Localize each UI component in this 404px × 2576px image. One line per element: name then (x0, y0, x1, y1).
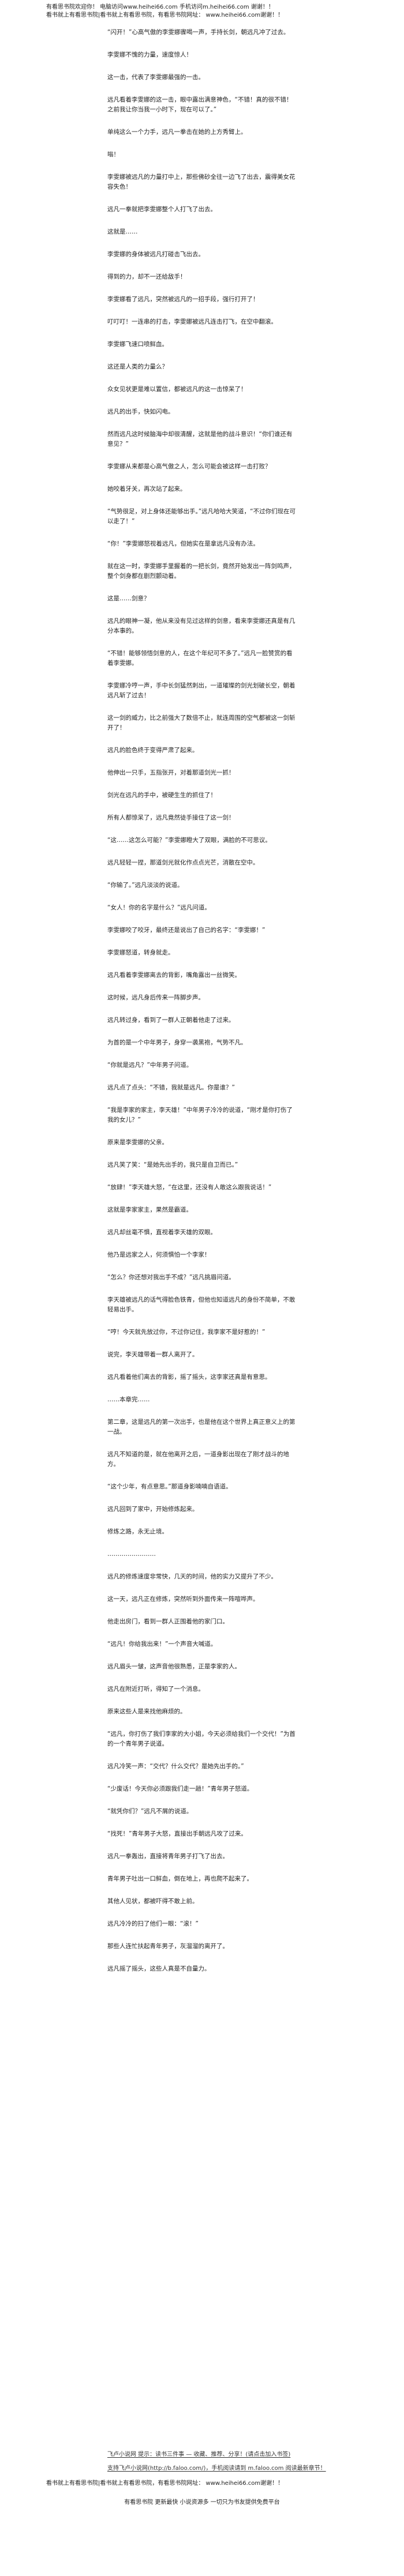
paragraph: 李雯娜咬了咬牙，最终还是说出了自己的名字：“李雯娜！” (107, 927, 265, 934)
paragraph: 远凡却丝毫不惧，直视着李天雄的双眼。 (107, 1229, 216, 1236)
paragraph: “你就是远凡？”中年男子问道。 (107, 1062, 193, 1069)
site-notice-line: 有看思书院欢迎你！ 电脑访问www.heihei66.com 手机访问m.hei… (46, 4, 274, 10)
paragraph: 远凡回到了家中，开始修炼起来。 (107, 1506, 199, 1513)
paragraph: 剑光在远凡的手中，被硬生生的抓住了！ (107, 792, 216, 799)
paragraph: 远凡的眼神一凝，他从来没有见过这样的剑意，看来李雯娜还真是有几分本事的。 (107, 618, 295, 634)
paragraph: 李天雄被远凡的话气得脸色铁青，但他也知道远凡的身份不简单，不敢轻易出手。 (107, 1296, 295, 1313)
paragraph: 说完，李天雄带着一群人离开了。 (107, 1351, 199, 1358)
paragraph: 李雯娜怒道，转身就走。 (107, 949, 174, 956)
paragraph: 这就是…… (107, 228, 138, 235)
paragraph: “远凡，你打伤了我们李家的大小姐，今天必须给我们一个交代！”为首的一个青年男子说… (107, 1731, 295, 1747)
paragraph: 然而远凡这时候脑海中却很清醒，这就是他的战斗意识！“你们谁还有意见？” (107, 431, 293, 447)
paragraph: 修炼之路，永无止境。 (107, 1528, 168, 1535)
paragraph: 他走出房门，看到一群人正围着他的家门口。 (107, 1618, 229, 1625)
paragraph: 远凡看着李雯娜的这一击，眼中露出满意神色，“不错！真的很不错！之前我让你当我一小… (107, 96, 293, 113)
paragraph: 远凡眉头一皱，这声音他很熟悉，正是李家的人。 (107, 1663, 241, 1670)
paragraph: 远凡的出手，快如闪电。 (107, 408, 174, 415)
paragraph: 第二章，这是远凡的第一次出手，也是他在这个世界上真正意义上的第一战。 (107, 1419, 295, 1435)
paragraph: “你！”李雯娜怒视着远凡，但她实在是拿远凡没有办法。 (107, 540, 259, 547)
paragraph: “怎么？你还想对我出手不成？”远凡挑眉问道。 (107, 1274, 235, 1281)
paragraph: 她咬着牙关，再次站了起来。 (107, 486, 186, 492)
chapter-content: “闪开！”心高气傲的李雯娜骤喝一声，手持长剑，朝远凡冲了过去。李雯娜不愧的力量，… (107, 28, 298, 1987)
paragraph: “放肆！”李天雄大怒，“在这里，还没有人敢这么跟我说话！” (107, 1184, 272, 1191)
paragraph: 李雯娜被远凡的力量打中上，那些佛砂全往一边飞了出去，震得美女花容失色！ (107, 174, 295, 190)
paragraph: 远凡冷冷的扫了他们一眼：“滚！” (107, 1920, 199, 1927)
paragraph: 远凡看着他们离去的背影，摇了摇头，这李家还真是有意思。 (107, 1374, 271, 1381)
paragraph: 李雯娜从来都是心高气傲之人，怎么可能会被这样一击打败？ (107, 463, 271, 470)
paragraph: 李雯娜看了远凡，突然被远凡的一招手段，强行打开了！ (107, 296, 259, 303)
paragraph: 原来这些人是来找他麻烦的。 (107, 1708, 186, 1715)
paragraph: 这一击，代表了李雯娜最强的一击。 (107, 74, 204, 81)
paragraph: 这一天，远凡正在修炼，突然听到外面传来一阵喧哗声。 (107, 1596, 259, 1603)
paragraph: “这……这怎么可能？”李雯娜瞪大了双眼，满脸的不可思议。 (107, 837, 271, 844)
faloo-tip-link[interactable]: 飞卢小说网 提示：读书三件事 — 收藏、推荐、分享！(请点击加入书签) (107, 2451, 291, 2458)
paragraph: “远凡！你给我出来！”一个声音大喊道。 (107, 1641, 217, 1648)
paragraph: 单纯这么一个力手，远凡一拳击在她的上方秀臂上。 (107, 129, 247, 136)
paragraph: 为首的是一个中年男子，身穿一袭黑袍，气势不凡。 (107, 1039, 247, 1046)
paragraph: 所有人都惊呆了，远凡竟然徒手接住了这一剑！ (107, 814, 235, 821)
paragraph: 其他人见状，都被吓得不敢上前。 (107, 1898, 199, 1905)
paragraph: 叮叮叮！一连串的打击，李雯娜被远凡连击打飞，在空中翻滚。 (107, 318, 277, 325)
paragraph: 李雯娜不愧的力量，速度惊人！ (107, 51, 192, 58)
paragraph: 远凡轻轻一捏，那道剑光就化作点点光芒，消散在空中。 (107, 859, 259, 866)
paragraph: 他乃是远家之人，何须惧怕一个李家！ (107, 1251, 211, 1258)
paragraph: 远凡摇了摇头，这些人真是不自量力。 (107, 1965, 211, 1972)
paragraph: 这就是李家家主，果然是霸道。 (107, 1206, 192, 1213)
paragraph: 远凡的脸色终于变得严肃了起来。 (107, 747, 199, 754)
paragraph: “你输了。”远凡淡淡的说道。 (107, 882, 184, 889)
bottom-site-line: 看书就上有看思书院|看书就上有看思书院，有看思书院网址： www.heihei6… (46, 2480, 284, 2487)
paragraph: 得到的力，却不一还给敌手！ (107, 273, 186, 280)
paragraph: “少废话！今天你必须跟我们走一趟！”青年男子怒道。 (107, 1785, 253, 1792)
faloo-support-link[interactable]: 支持飞卢小说网(http://b.faloo.com/)，手机阅读请到 m.fa… (107, 2465, 326, 2472)
paragraph: 远凡的修炼速度非常快，几天的时间，他的实力又提升了不少。 (107, 1573, 277, 1580)
bottom-slogan: 有看思书院 更新最快 小说资源多 一切只为书友提供免费平台 (124, 2499, 280, 2506)
paragraph: 他伸出一只手，五指张开，对着那道剑光一抓！ (107, 769, 235, 776)
paragraph: 远凡转过身，看到了一群人正朝着他走了过来。 (107, 1017, 235, 1024)
paragraph: 青年男子吐出一口鲜血，倒在地上，再也爬不起来了。 (107, 1875, 253, 1882)
paragraph: 嗡！ (107, 151, 119, 158)
paragraph: 远凡不知道的是，就在他离开之后，一道身影出现在了刚才战斗的地方。 (107, 1451, 289, 1468)
paragraph: “气势很足，对上身体还能够出手。”远凡哈哈大笑道，“不过你们现在可以走了！” (107, 508, 296, 525)
paragraph: “我是李家的家主，李天雄！”中年男子冷冷的说道，“刚才是你打伤了我的女儿？” (107, 1107, 293, 1123)
paragraph: 这还是人类的力量么？ (107, 363, 168, 370)
paragraph: “这个少年，有点意思。”那道身影喃喃自语道。 (107, 1483, 232, 1490)
paragraph: 远凡一拳就把李雯娜整个人打飞了出去。 (107, 206, 216, 213)
paragraph: 那些人连忙扶起青年男子，灰溜溜的离开了。 (107, 1943, 229, 1950)
paragraph: “女人！你的名字是什么？”远凡问道。 (107, 904, 211, 911)
paragraph: 李雯娜的身体被远凡打碰击飞出去。 (107, 251, 204, 258)
paragraph: 远凡笑了笑：“是她先出手的，我只是自卫而已。” (107, 1161, 238, 1168)
paragraph: 远凡看着李雯娜离去的背影，嘴角露出一丝微笑。 (107, 972, 241, 979)
paragraph: “闪开！”心高气傲的李雯娜骤喝一声，手持长剑，朝远凡冲了过去。 (107, 29, 290, 36)
paragraph: “不错！能够领悟剑意的人，在这个年纪可不多了。”远凡一脸赞赏的看着李雯娜。 (107, 650, 293, 667)
paragraph: …………………… (107, 1551, 156, 1558)
paragraph: 李雯娜冷哼一声，手中长剑猛然刺出，一道璀璨的剑光划破长空，朝着远凡斩了过去！ (107, 682, 295, 699)
paragraph: 远凡一拳轰出，直接将青年男子打飞了出去。 (107, 1853, 229, 1860)
paragraph: 这是……剑意？ (107, 595, 150, 602)
footer-links: 飞卢小说网 提示：读书三件事 — 收藏、推荐、分享！(请点击加入书签) 支持飞卢… (107, 2451, 396, 2479)
paragraph: 就在这一时，李雯娜手里握着的一把长剑，竟然开始发出一阵剑鸣声，整个剑身都在剧烈颤… (107, 563, 295, 580)
paragraph: “就凭你们？”远凡不屑的说道。 (107, 1808, 193, 1815)
site-address-line: 看书就上有看思书院|看书就上有看思书院，有看思书院网址： www.heihei6… (46, 12, 284, 18)
paragraph: 远凡冷笑一声：“交代？什么交代？是她先出手的。” (107, 1763, 244, 1770)
paragraph: 这时候，远凡身后传来一阵脚步声。 (107, 994, 204, 1001)
paragraph: “哼！今天就先放过你，不过你记住，我李家不是好惹的！” (107, 1329, 265, 1336)
paragraph: 原来是李雯娜的父亲。 (107, 1139, 168, 1146)
paragraph: ……本章完…… (107, 1396, 150, 1403)
paragraph: 李雯娜飞速口喷鲜血。 (107, 341, 168, 348)
paragraph: 远凡在附近打听，得知了一个消息。 (107, 1686, 204, 1693)
paragraph: 众女见状更是难以置信，都被远凡的这一击惊呆了！ (107, 386, 247, 393)
paragraph: 这一剑的威力，比之前强大了数倍不止，就连周围的空气都被这一剑斩开了！ (107, 714, 295, 731)
paragraph: “找死！”青年男子大怒，直接出手朝远凡攻了过来。 (107, 1830, 247, 1837)
paragraph: 远凡点了点头：“不错，我就是远凡。你是谁？” (107, 1084, 235, 1091)
